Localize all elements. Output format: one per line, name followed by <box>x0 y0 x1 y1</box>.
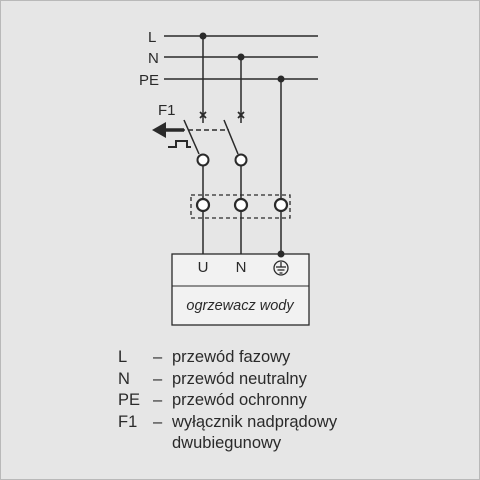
legend-symbol <box>118 433 153 455</box>
junction-L <box>199 32 207 40</box>
junction-PE <box>277 75 285 83</box>
terminal-N <box>233 197 249 213</box>
legend-row: L – przewód fazowy <box>118 347 372 369</box>
terminal-block <box>190 194 291 219</box>
terminal-U <box>195 197 211 213</box>
legend-description: przewód ochronny <box>172 391 307 409</box>
legend-row: PE – przewód ochronny <box>118 390 372 412</box>
legend-dash: – <box>153 348 163 366</box>
contact-mark-L <box>199 111 207 119</box>
legend-description: przewód neutralny <box>172 369 307 388</box>
trip-arrow-icon <box>152 122 184 138</box>
device-label: ogrzewacz wody <box>186 298 294 314</box>
legend-symbol: L <box>118 348 128 366</box>
legend-dash: – <box>153 391 163 409</box>
line-label-L: L <box>148 29 156 46</box>
water-heater-box <box>171 253 310 326</box>
legend: L – przewód fazowy N – przewód neutralny… <box>118 347 372 455</box>
junction-N <box>237 53 245 61</box>
switch-blade-N <box>223 119 239 155</box>
line-label-PE: PE <box>139 72 159 89</box>
earth-ground-icon <box>273 260 289 276</box>
trip-mechanism <box>168 140 191 148</box>
switch-contact-N <box>234 153 248 167</box>
legend-symbol: PE <box>118 391 141 409</box>
legend-description: dwubiegunowy <box>172 434 282 452</box>
legend-dash <box>153 433 172 455</box>
switch-blade-L <box>183 119 200 155</box>
terminal-label-N: N <box>236 259 247 276</box>
junction-ground <box>277 250 285 258</box>
switch-label-F1: F1 <box>158 102 176 119</box>
terminal-label-U: U <box>198 259 209 276</box>
switch-contact-L <box>196 153 210 167</box>
legend-dash: – <box>153 412 163 431</box>
contact-mark-N <box>237 111 245 119</box>
line-label-N: N <box>148 50 159 67</box>
legend-row: dwubiegunowy <box>118 433 372 455</box>
legend-symbol: N <box>118 369 130 388</box>
terminal-PE <box>273 197 289 213</box>
legend-row: F1 – wyłącznik nadprądowy <box>118 412 372 434</box>
legend-symbol: F1 <box>118 412 138 431</box>
legend-dash: – <box>153 369 163 388</box>
legend-row: N – przewód neutralny <box>118 369 372 391</box>
legend-description: wyłącznik nadprądowy <box>172 412 338 431</box>
legend-description: przewód fazowy <box>172 348 291 366</box>
